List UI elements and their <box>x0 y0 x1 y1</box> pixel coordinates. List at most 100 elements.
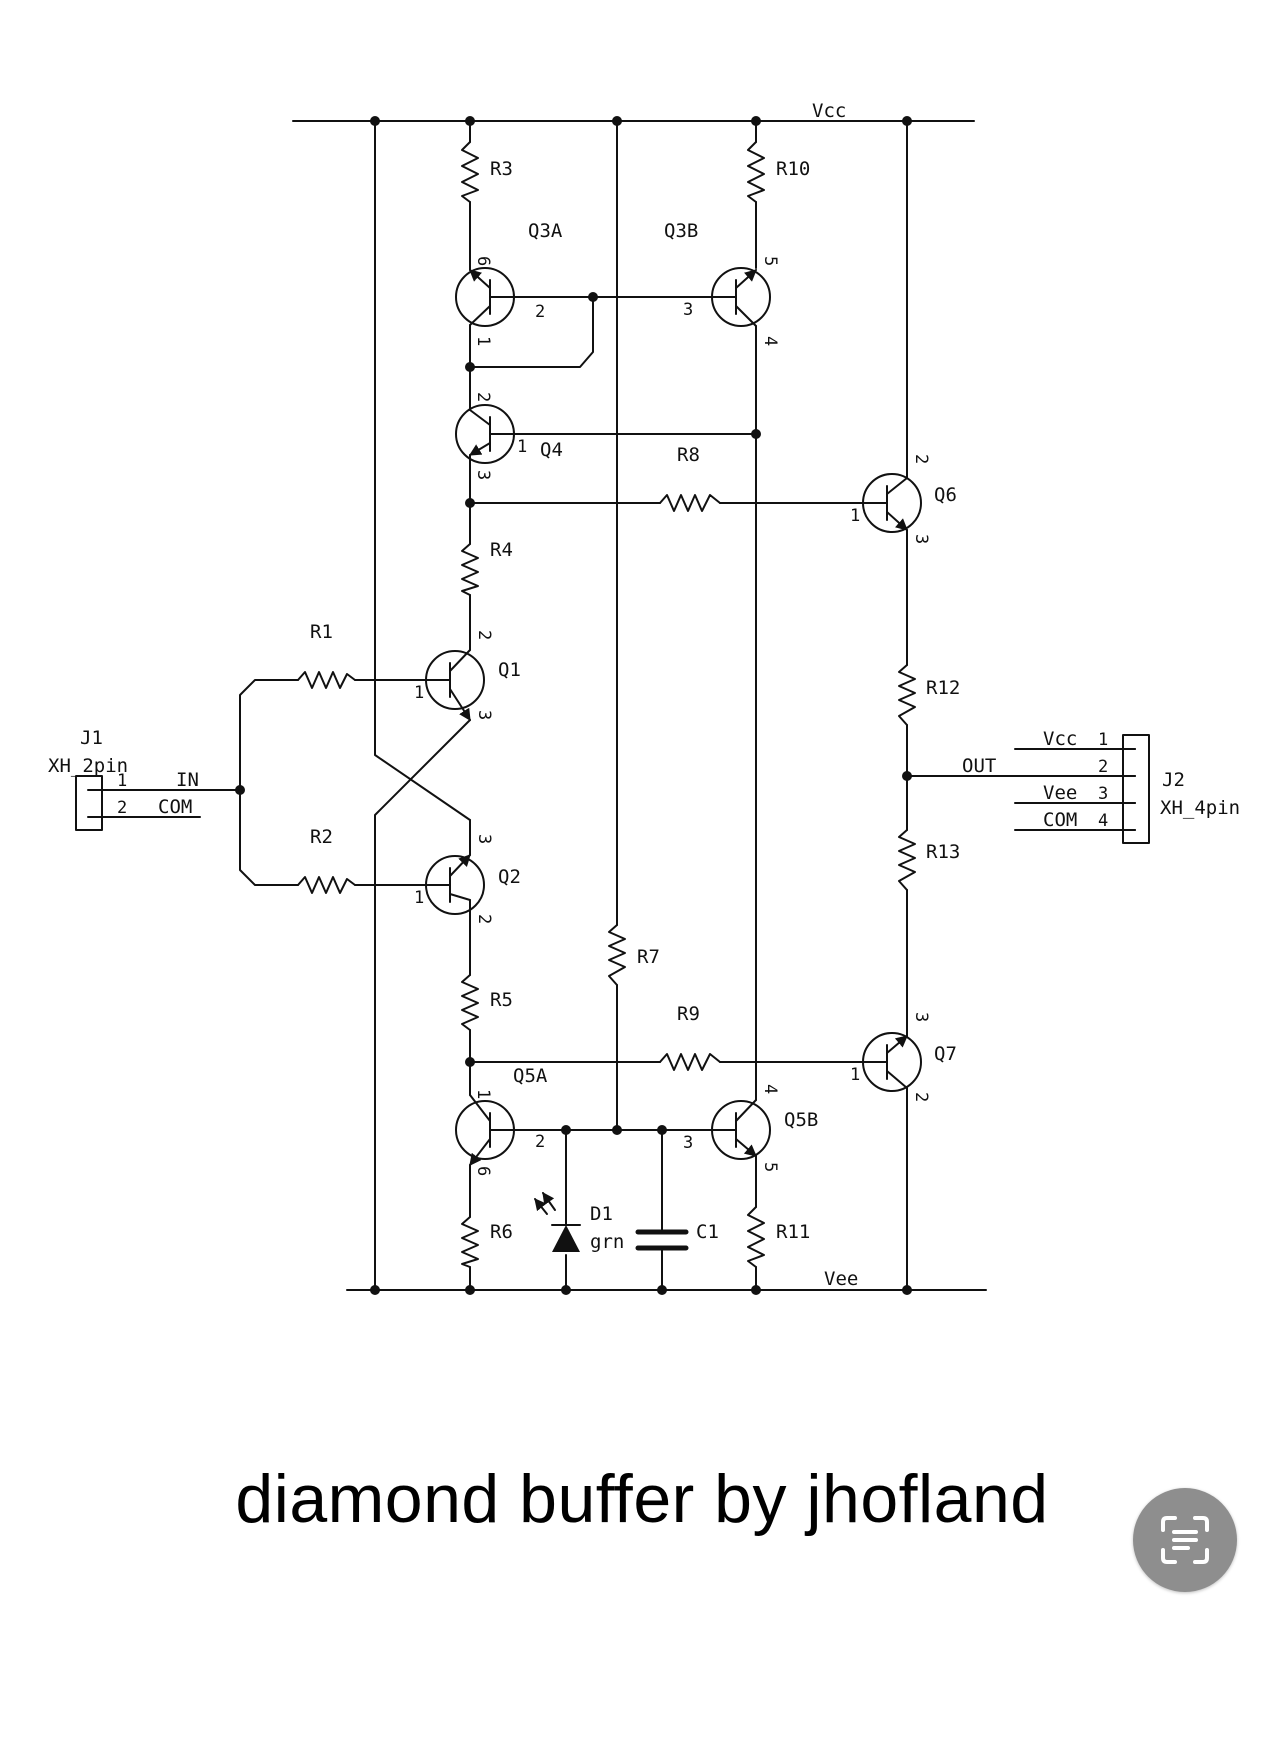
svg-text:3: 3 <box>911 1012 931 1022</box>
connector-j2: J2 XH_4pin 1 2 3 4 Vcc Vee COM OUT <box>962 728 1240 844</box>
svg-text:2: 2 <box>474 630 494 640</box>
svg-text:R4: R4 <box>490 539 513 561</box>
svg-text:1: 1 <box>414 683 424 703</box>
resistor-r11: R11 <box>747 1206 810 1268</box>
svg-text:3: 3 <box>473 470 493 480</box>
svg-text:1: 1 <box>473 1089 493 1099</box>
svg-text:6: 6 <box>473 1166 493 1176</box>
svg-text:IN: IN <box>176 769 199 791</box>
svg-text:R12: R12 <box>926 677 960 699</box>
svg-text:3: 3 <box>683 1133 693 1153</box>
svg-text:R9: R9 <box>677 1003 700 1025</box>
svg-text:2: 2 <box>1098 757 1108 777</box>
svg-text:5: 5 <box>760 1162 780 1172</box>
svg-text:Q7: Q7 <box>934 1043 957 1065</box>
svg-text:2: 2 <box>535 302 545 322</box>
svg-text:Q2: Q2 <box>498 866 521 888</box>
junctions <box>235 116 912 1295</box>
svg-text:1: 1 <box>1098 730 1108 750</box>
svg-text:1: 1 <box>414 888 424 908</box>
led-d1: D1 grn <box>534 1192 624 1253</box>
svg-text:Q5B: Q5B <box>784 1109 818 1131</box>
transistor-q7: Q7 1 3 2 <box>850 1012 957 1102</box>
svg-text:2: 2 <box>473 392 493 402</box>
resistor-r5: R5 <box>461 974 513 1031</box>
connector-j1: J1 XH_2pin 1 2 IN COM <box>48 727 199 831</box>
svg-text:Q6: Q6 <box>934 484 957 506</box>
transistor-q4: Q4 2 1 3 <box>455 392 563 480</box>
svg-text:R5: R5 <box>490 989 513 1011</box>
svg-text:3: 3 <box>474 834 494 844</box>
svg-text:1: 1 <box>850 1065 860 1085</box>
svg-text:R10: R10 <box>776 158 810 180</box>
svg-text:COM: COM <box>158 796 192 818</box>
svg-text:Q5A: Q5A <box>513 1065 548 1087</box>
resistor-r4: R4 <box>461 539 513 596</box>
svg-text:C1: C1 <box>696 1221 719 1243</box>
resistor-r6: R6 <box>461 1216 513 1268</box>
svg-text:1: 1 <box>117 771 127 791</box>
resistor-r3: R3 <box>461 141 513 203</box>
resistor-r13: R13 <box>898 829 960 891</box>
vee-rail: Vee <box>346 1268 987 1291</box>
svg-text:R1: R1 <box>310 621 333 643</box>
diagram-title: diamond buffer by jhofland <box>235 1461 1049 1537</box>
vee-label: Vee <box>824 1268 858 1290</box>
svg-text:COM: COM <box>1043 809 1077 831</box>
svg-text:grn: grn <box>590 1231 624 1253</box>
svg-text:Q3B: Q3B <box>664 220 698 242</box>
scan-text-button[interactable] <box>1133 1488 1237 1592</box>
vcc-rail: Vcc <box>292 100 975 122</box>
svg-text:2: 2 <box>535 1132 545 1152</box>
transistor-q3b: Q3B 3 5 4 <box>664 220 780 346</box>
svg-text:2: 2 <box>474 914 494 924</box>
resistor-r10: R10 <box>747 141 810 203</box>
vcc-label: Vcc <box>812 100 846 122</box>
svg-text:Vcc: Vcc <box>1043 728 1077 750</box>
svg-text:2: 2 <box>911 454 931 464</box>
svg-text:1: 1 <box>517 437 527 457</box>
capacitor-c1: C1 <box>635 1221 719 1251</box>
transistor-q5b: Q5B 3 4 5 <box>683 1084 818 1172</box>
svg-text:R3: R3 <box>490 158 513 180</box>
wires <box>91 120 1136 1291</box>
svg-text:J1: J1 <box>80 727 103 749</box>
svg-text:J2: J2 <box>1162 769 1185 791</box>
transistor-q1: Q1 2 1 3 <box>414 630 521 722</box>
resistor-r12: R12 <box>898 664 960 726</box>
transistor-q5a: Q5A 1 2 6 <box>455 1065 548 1176</box>
svg-text:3: 3 <box>911 534 931 544</box>
resistor-r1: R1 <box>297 621 356 689</box>
transistor-q2: Q2 3 1 2 <box>414 819 521 924</box>
svg-text:5: 5 <box>760 256 780 266</box>
resistor-r8: R8 <box>659 444 721 512</box>
transistor-q6: Q6 1 2 3 <box>850 454 957 544</box>
svg-text:2: 2 <box>911 1092 931 1102</box>
svg-text:R2: R2 <box>310 826 333 848</box>
svg-text:Q1: Q1 <box>498 659 521 681</box>
svg-text:XH_2pin: XH_2pin <box>48 755 128 777</box>
resistor-r7: R7 <box>608 924 660 986</box>
svg-text:3: 3 <box>1098 784 1108 804</box>
out-label: OUT <box>962 755 996 777</box>
svg-text:R13: R13 <box>926 841 960 863</box>
svg-text:3: 3 <box>474 710 494 720</box>
svg-text:4: 4 <box>1098 811 1108 831</box>
svg-text:6: 6 <box>473 256 493 266</box>
svg-text:XH_4pin: XH_4pin <box>1160 797 1240 819</box>
svg-text:R11: R11 <box>776 1221 810 1243</box>
svg-text:1: 1 <box>473 336 493 346</box>
svg-text:4: 4 <box>760 1084 780 1094</box>
resistor-r9: R9 <box>659 1003 721 1071</box>
svg-text:Q4: Q4 <box>540 439 563 461</box>
svg-text:2: 2 <box>117 798 127 818</box>
scan-text-icon <box>1161 1516 1209 1564</box>
resistor-r2: R2 <box>297 826 356 894</box>
svg-text:Q3A: Q3A <box>528 220 563 242</box>
svg-text:D1: D1 <box>590 1203 613 1225</box>
svg-text:Vee: Vee <box>1043 782 1077 804</box>
svg-text:R8: R8 <box>677 444 700 466</box>
svg-text:R6: R6 <box>490 1221 513 1243</box>
svg-text:R7: R7 <box>637 946 660 968</box>
